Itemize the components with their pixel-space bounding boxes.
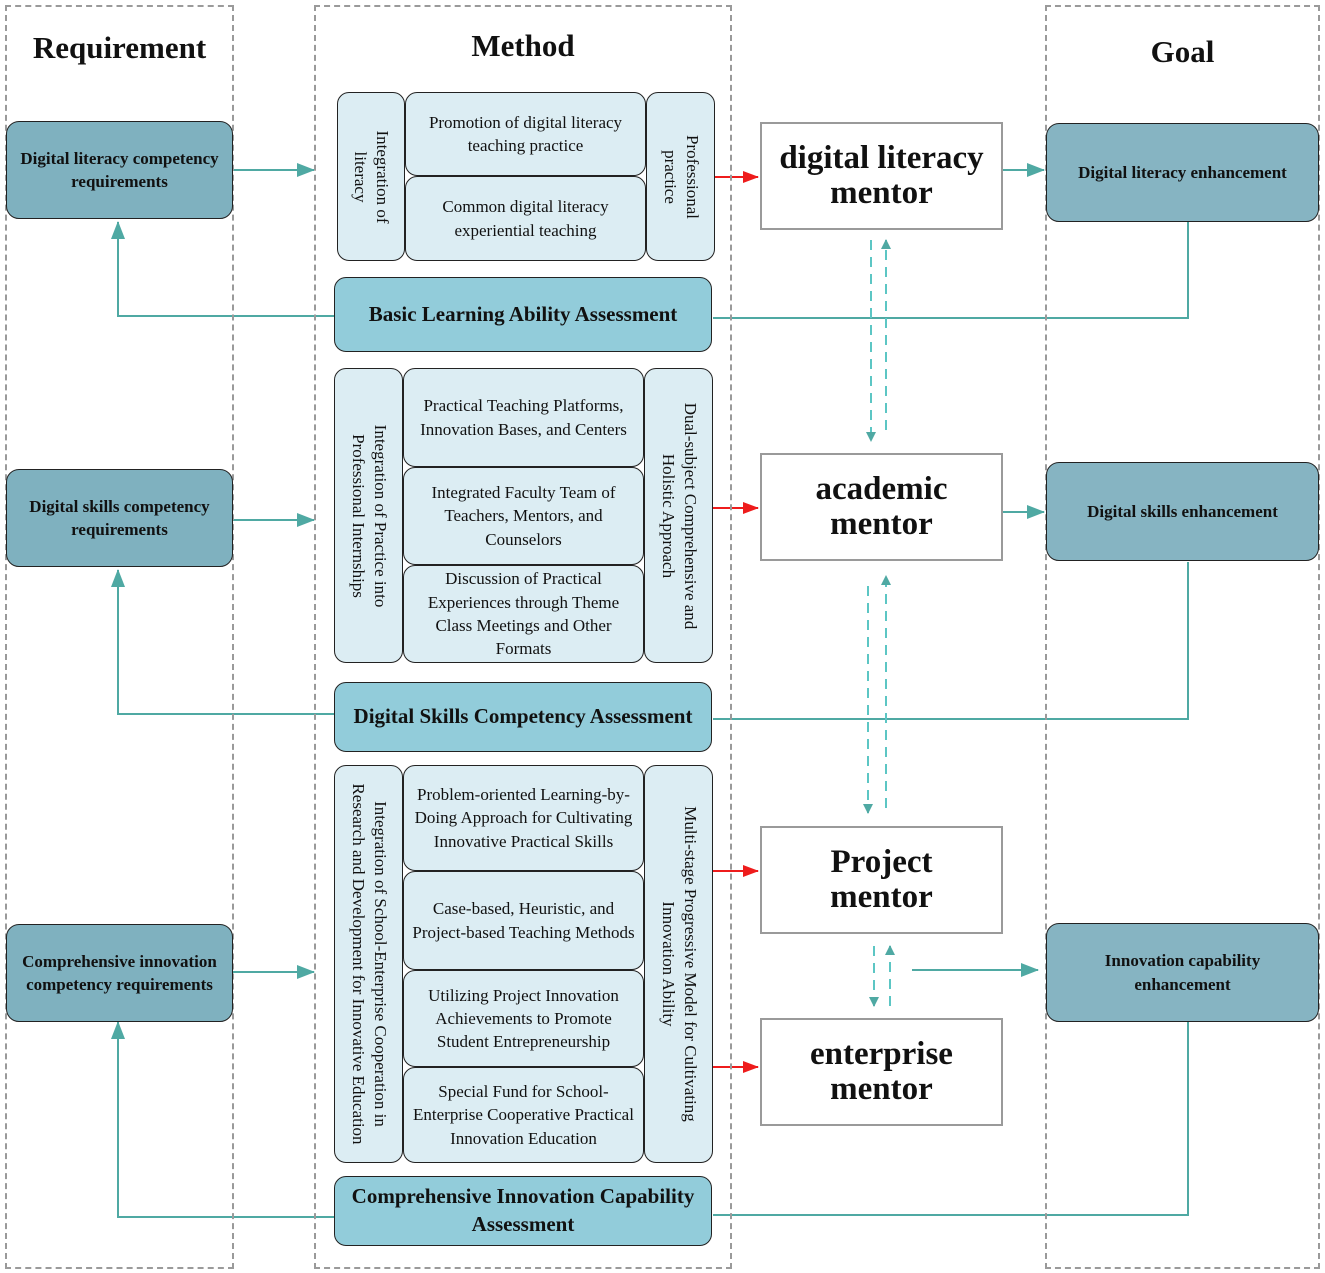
group3-item-3: Utilizing Project Innovation Achievement… xyxy=(403,970,644,1067)
group1-left-label-box: Integration of literacy xyxy=(337,92,405,261)
mentor-academic: academic mentor xyxy=(760,453,1003,561)
group2-right-label-box: Dual-subject Comprehensive and Holistic … xyxy=(644,368,713,663)
mentor-dashed-links xyxy=(863,239,895,1007)
group2-item-3: Discussion of Practical Experiences thro… xyxy=(403,565,644,663)
mentor-to-goal-arrows xyxy=(912,163,1045,977)
assessment-digital-skills: Digital Skills Competency Assessment xyxy=(334,682,712,752)
assessment-basic-learning: Basic Learning Ability Assessment xyxy=(334,277,712,352)
group3-item-4: Special Fund for School-Enterprise Coope… xyxy=(403,1067,644,1163)
goal3-to-assessment3-line xyxy=(713,1022,1189,1216)
group1-right-label-box: Professional practice xyxy=(646,92,715,261)
mentor-project: Project mentor xyxy=(760,826,1003,934)
assessment-innovation: Comprehensive Innovation Capability Asse… xyxy=(334,1176,712,1246)
group3-left-label-box: Integration of School-Enterprise Coopera… xyxy=(334,765,403,1163)
group1-item-1: Promotion of digital literacy teaching p… xyxy=(405,92,646,176)
goal-innovation: Innovation capability enhancement xyxy=(1046,923,1319,1022)
requirement-innovation: Comprehensive innovation competency requ… xyxy=(6,924,233,1022)
red-arrows xyxy=(713,171,759,1073)
group3-right-label: Multi-stage Progressive Model for Cultiv… xyxy=(658,806,700,1122)
goal-digital-literacy: Digital literacy enhancement xyxy=(1046,123,1319,222)
assessment1-to-req1-arrow xyxy=(111,221,334,317)
requirement-digital-skills: Digital skills competency requirements xyxy=(6,469,233,567)
requirement-title: Requirement xyxy=(32,30,207,65)
assessment2-to-req2-arrow xyxy=(111,569,334,715)
requirement-to-method-arrows xyxy=(233,163,315,979)
requirement-digital-literacy: Digital literacy competency requirements xyxy=(6,121,233,219)
assessment3-to-req3-arrow xyxy=(111,1021,334,1218)
requirement-column xyxy=(5,5,234,1269)
group3-item-2: Case-based, Heuristic, and Project-based… xyxy=(403,871,644,970)
method-title: Method xyxy=(471,28,575,63)
group2-left-label-box: Integration of Practice into Professiona… xyxy=(334,368,403,663)
group3-right-label-box: Multi-stage Progressive Model for Cultiv… xyxy=(644,765,713,1163)
group3-left-label: Integration of School-Enterprise Coopera… xyxy=(348,783,390,1145)
goal-digital-skills: Digital skills enhancement xyxy=(1046,462,1319,561)
group2-item-2: Integrated Faculty Team of Teachers, Men… xyxy=(403,467,644,565)
group2-left-label: Integration of Practice into Professiona… xyxy=(348,424,390,607)
group1-left-label: Integration of literacy xyxy=(351,130,393,223)
group2-item-1: Practical Teaching Platforms, Innovation… xyxy=(403,368,644,467)
goal-column xyxy=(1045,5,1320,1269)
group1-item-2: Common digital literacy experiential tea… xyxy=(405,176,646,261)
mentor-enterprise: enterprise mentor xyxy=(760,1018,1003,1126)
mentor-digital-literacy: digital literacy mentor xyxy=(760,122,1003,230)
group2-right-label: Dual-subject Comprehensive and Holistic … xyxy=(658,402,700,629)
goal2-to-assessment2-line xyxy=(713,562,1189,720)
group3-item-1: Problem-oriented Learning-by-Doing Appro… xyxy=(403,765,644,871)
goal-title: Goal xyxy=(1150,34,1215,69)
method-column xyxy=(314,5,732,1269)
group1-right-label: Professional practice xyxy=(660,134,702,219)
